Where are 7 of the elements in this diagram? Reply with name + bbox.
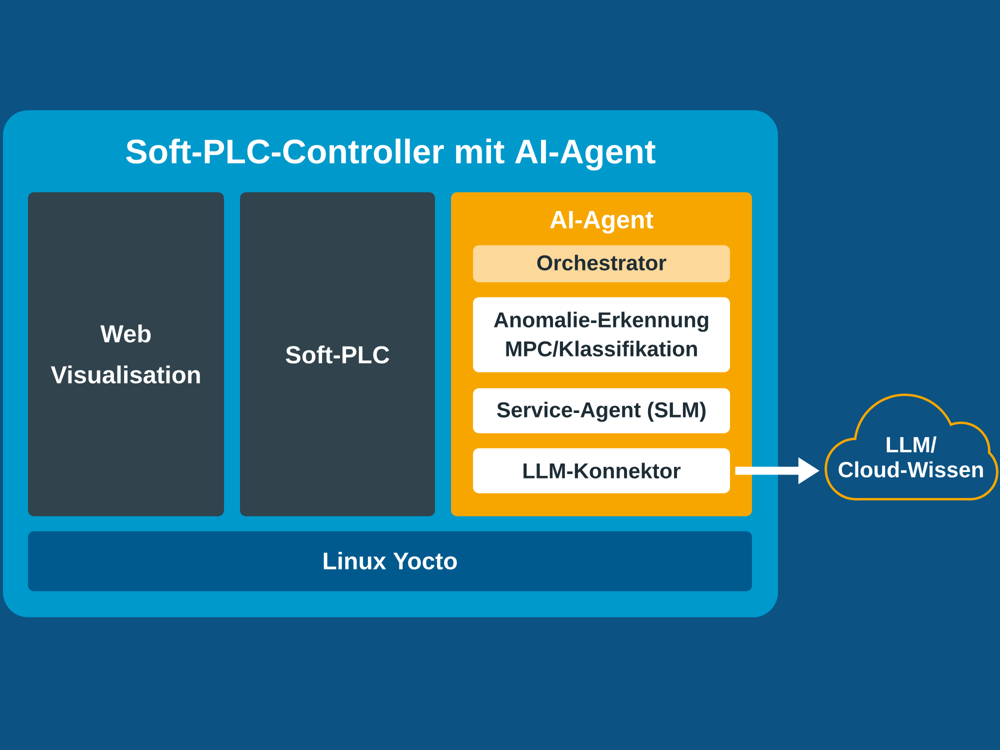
component-box: LLM-Konnektor bbox=[473, 448, 730, 494]
component-box: Service-Agent (SLM) bbox=[473, 388, 730, 434]
module-panel: Web Visualisation bbox=[28, 192, 224, 516]
layer-bar: Linux Yocto bbox=[28, 531, 752, 592]
component-box: Anomalie-Erkennung MPC/Klassifikation bbox=[473, 297, 730, 372]
component-box: Orchestrator bbox=[473, 245, 730, 282]
module-panel: Soft-PLC bbox=[240, 192, 435, 516]
